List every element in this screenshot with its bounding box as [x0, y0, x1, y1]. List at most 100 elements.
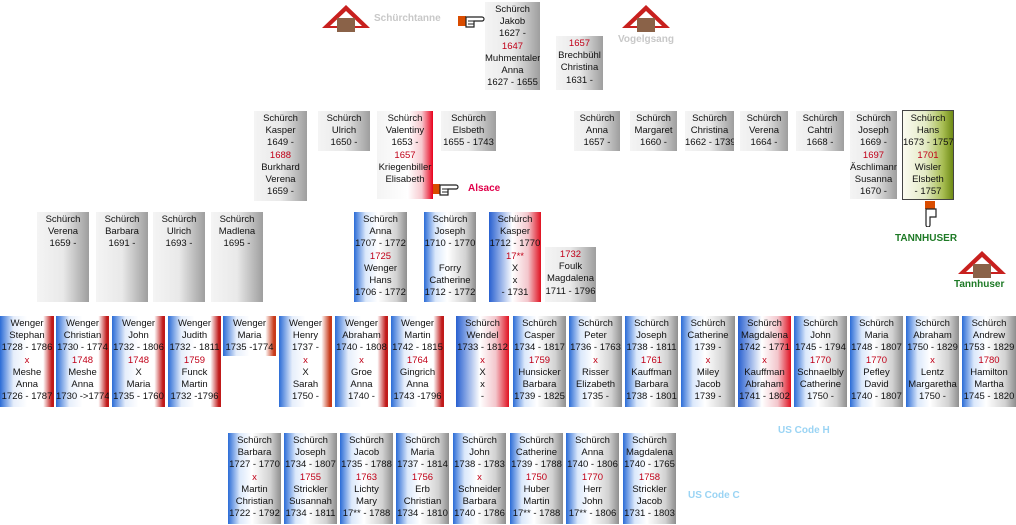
- card-line: 1649 -: [267, 137, 294, 149]
- card-line: Joseph: [636, 330, 667, 342]
- card-line: 1701: [917, 149, 939, 161]
- alsace-label: Alsace: [468, 183, 501, 194]
- card-line: Wenger: [65, 318, 100, 329]
- card-line: Wenger: [232, 318, 267, 329]
- card-line: Anna: [581, 447, 604, 459]
- card-line: 1673 - 1757: [903, 137, 954, 149]
- card-line: Kasper: [499, 226, 531, 238]
- card-line: 1735 -1774: [225, 342, 274, 354]
- card-line: 1727 - 1770: [229, 459, 280, 471]
- card-line: 17** - 1806: [568, 508, 617, 520]
- card-line: Verena: [47, 226, 79, 238]
- card-line: Judith: [181, 330, 208, 342]
- card-line: x: [593, 354, 598, 366]
- card-line: 1750 -: [807, 391, 834, 403]
- card-line: 1627 -: [499, 28, 526, 40]
- card-line: 1740 - 1808: [336, 342, 387, 354]
- card-line: 1741 - 1802: [739, 391, 790, 403]
- card-line: X: [302, 366, 309, 378]
- card-line: Barbara: [522, 379, 557, 391]
- card-line: 1770: [581, 471, 604, 483]
- card-line: Henry: [292, 330, 319, 342]
- card-line: 1745 - 1820: [963, 391, 1015, 403]
- card-line: Barbara: [634, 379, 669, 391]
- card-line: 1627 - 1655: [487, 77, 538, 89]
- card-line: Schürch: [495, 4, 530, 15]
- card-line: Elisabeth: [385, 174, 425, 186]
- card-line: 1770: [809, 354, 832, 366]
- card-line: x: [252, 471, 257, 483]
- card-line: Ulrich: [166, 226, 192, 238]
- card-line: 1759: [528, 354, 551, 366]
- card-line: Schürch: [578, 318, 613, 329]
- card-line: Huber: [523, 483, 550, 495]
- card-line: Wendel: [466, 330, 499, 342]
- card-line: Schürch: [634, 318, 669, 329]
- card-line: 1706 - 1772: [355, 287, 406, 299]
- card-line: Wenger: [363, 262, 398, 274]
- card-line: 1740 - 1807: [851, 391, 902, 403]
- card-line: 1711 - 1796: [545, 285, 596, 297]
- card-line: Wenger: [344, 318, 379, 329]
- card-line: John: [469, 447, 490, 459]
- card-line: Magdalena: [546, 273, 594, 285]
- card-line: Schürch: [465, 318, 500, 329]
- card-line: Burkhard: [261, 161, 300, 173]
- card-line: 1742 - 1815: [392, 342, 443, 354]
- card-line: Schürch: [747, 318, 782, 329]
- card-line: Meshe: [12, 366, 42, 378]
- card-line: Schürch: [690, 318, 726, 329]
- card-line: 1659 -: [49, 238, 77, 250]
- card-line: 1650 -: [330, 137, 358, 149]
- card-line: Maria: [864, 330, 889, 342]
- card-line: x: [359, 354, 364, 366]
- card-line: Abraham: [342, 330, 381, 342]
- card-line: Anna: [585, 125, 609, 137]
- card-line: Wisler: [914, 161, 942, 173]
- card-line: Funck: [181, 366, 208, 378]
- card-line: Schürch: [579, 113, 615, 124]
- card-line: X: [479, 366, 486, 378]
- card-line: Strickler: [293, 483, 328, 495]
- card-line: 1733 - 1812: [457, 342, 508, 354]
- card-line: 1726 - 1787: [1, 391, 53, 403]
- card-line: Elsbeth: [912, 174, 944, 186]
- card-line: 1748: [71, 354, 94, 366]
- card-line: 1732 - 1806: [113, 342, 164, 354]
- card-line: Hamilton: [970, 366, 1008, 378]
- card-line: Martin: [523, 496, 550, 508]
- house-icon: [958, 251, 1006, 278]
- card-line: Magdalena: [740, 330, 788, 342]
- card-line: Jacob: [353, 447, 380, 459]
- card-line: Erb: [415, 483, 430, 495]
- card-line: - 1757: [914, 186, 942, 198]
- card-line: 1664 -: [750, 137, 778, 149]
- card-line: Christina: [690, 125, 729, 137]
- card-line: Schürch: [632, 435, 667, 446]
- card-line: 1756: [411, 471, 434, 483]
- card-line: Susanna: [854, 174, 893, 186]
- card-line: x: [762, 354, 767, 366]
- card-line: 1736 - 1763: [570, 342, 621, 354]
